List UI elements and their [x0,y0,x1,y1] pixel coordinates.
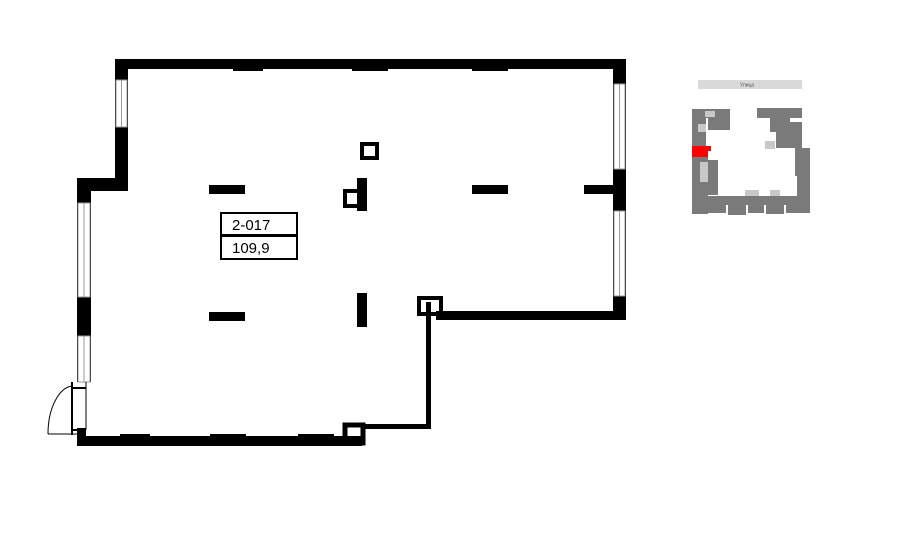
pylon-right-wall [584,185,614,194]
key-plan: Улица [692,80,810,215]
unit-area-box [220,235,298,260]
unit-number: 2-017 [232,217,270,234]
wall-left-door-jamb [77,428,86,446]
wall-inner-bottom [362,424,431,429]
street-label: Улица [740,83,754,89]
entry-door [47,382,87,435]
column-center-lower [357,293,367,327]
unit-label: 2-017 109,9 [220,212,298,260]
wall-right-step [436,311,626,320]
pylon-left-lower [209,312,245,321]
column-center-niche [343,189,361,208]
wall-niche [417,296,443,316]
unit-plan: 2-017 109,9 [47,59,626,446]
windows [77,66,626,438]
wall-inner-vertical [426,302,431,428]
street-band [698,80,802,89]
column-top [360,142,379,160]
highlighted-unit [692,146,711,157]
column-center [357,178,367,211]
building-bottom-wing [692,190,810,215]
building-right-wing [757,108,810,198]
wall-top [115,59,626,69]
wall-bottom [77,436,362,446]
unit-area: 109,9 [232,240,270,257]
pylon-right-upper [472,185,508,194]
pylon-left-upper [209,185,245,194]
columns [209,142,614,327]
